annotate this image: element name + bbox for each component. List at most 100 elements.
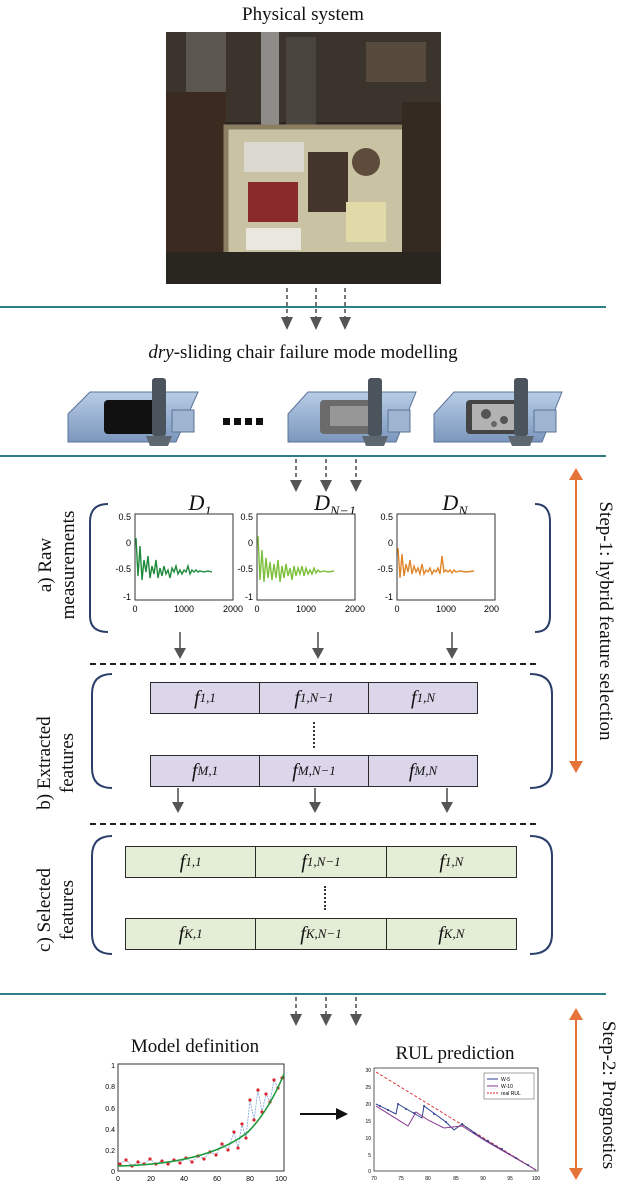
md-xtick-2: 40 bbox=[180, 1176, 188, 1183]
rul-xtick-5: 95 bbox=[507, 1176, 513, 1182]
raw1-ytick-0: 0.5 bbox=[118, 512, 131, 522]
raw-label-line2: measurements bbox=[58, 510, 79, 620]
model-definition-title: Model definition bbox=[130, 1036, 260, 1057]
raw3-ytick-2: -0.5 bbox=[377, 564, 393, 574]
arrows-to-raw bbox=[290, 459, 362, 492]
md-ytick-2: 0.6 bbox=[105, 1106, 115, 1113]
raw-title-1-sub: 1 bbox=[204, 504, 212, 520]
f-base: f bbox=[300, 922, 306, 945]
extracted-brackets bbox=[91, 673, 553, 789]
raw2-ytick-1: 0 bbox=[248, 538, 253, 548]
rul-w5-points bbox=[379, 1103, 529, 1166]
rul-xtick-2: 80 bbox=[425, 1176, 431, 1182]
separator-3 bbox=[0, 993, 606, 995]
f-sub: 1,N−1 bbox=[299, 690, 334, 705]
raw-title-3: DN bbox=[430, 490, 480, 520]
extracted-label-line2: features bbox=[57, 732, 78, 794]
md-xtick-3: 60 bbox=[213, 1176, 221, 1183]
rul-plot: 30 25 20 15 10 5 0 70 75 80 85 90 95 100… bbox=[365, 1067, 541, 1182]
raw-brackets bbox=[89, 503, 551, 633]
raw-plot-1: 0.5 0 -0.5 -1 0 1000 2000 bbox=[115, 512, 243, 614]
raw2-signal bbox=[257, 535, 335, 583]
raw2-ytick-0: 0.5 bbox=[240, 512, 253, 522]
selected-vertical-ellipsis bbox=[324, 886, 326, 910]
rul-legend-real: real RUL bbox=[501, 1091, 521, 1097]
step2-label: Step-2: Prognostics bbox=[598, 1020, 619, 1170]
rul-xtick-1: 75 bbox=[398, 1176, 404, 1182]
selected-label-line2: features bbox=[57, 879, 78, 941]
raw3-xtick-0: 0 bbox=[394, 604, 399, 614]
step1-label: Step-1: hybrid feature selection bbox=[595, 501, 616, 741]
raw-title-3-sub: N bbox=[458, 504, 468, 520]
raw2-xtick-0: 0 bbox=[254, 604, 259, 614]
rul-ytick-1: 25 bbox=[365, 1085, 371, 1091]
step1-arrow bbox=[569, 468, 583, 773]
rul-xtick-3: 85 bbox=[453, 1176, 459, 1182]
model-definition-plot: 1 0.8 0.6 0.4 0.2 0 0 20 40 60 80 100 bbox=[105, 1063, 287, 1183]
arrows-to-prognostics bbox=[290, 997, 362, 1026]
rul-xtick-6: 100 bbox=[532, 1176, 541, 1182]
rul-ytick-4: 10 bbox=[365, 1136, 371, 1142]
modelling-title-rest: -sliding chair failure mode modelling bbox=[173, 342, 458, 363]
separator-1 bbox=[0, 306, 606, 308]
arrows-to-modelling bbox=[281, 288, 351, 330]
chair-1 bbox=[67, 378, 199, 446]
selected-label: c) Selected features bbox=[33, 842, 79, 978]
raw2-xtick-1: 1000 bbox=[296, 604, 316, 614]
f-sub: K,N bbox=[443, 926, 465, 941]
rul-title: RUL prediction bbox=[395, 1043, 515, 1064]
dashed-divider-1 bbox=[90, 663, 536, 665]
raw3-xtick-2: 200 bbox=[484, 604, 499, 614]
md-observed-line bbox=[119, 1077, 283, 1167]
md-xtick-0: 0 bbox=[116, 1176, 120, 1183]
raw-label-line1: a) Raw bbox=[35, 537, 56, 593]
raw1-ytick-2: -0.5 bbox=[115, 564, 131, 574]
rul-legend-w5: W-5 bbox=[501, 1077, 510, 1083]
model-to-rul-arrow bbox=[300, 1108, 348, 1120]
rul-legend-w10: W-10 bbox=[501, 1084, 513, 1090]
f-sub: M,N−1 bbox=[297, 763, 336, 778]
raw-title-2-base: D bbox=[314, 490, 331, 515]
md-xtick-1: 20 bbox=[147, 1176, 155, 1183]
raw-title-1: D1 bbox=[175, 490, 225, 520]
f-base: f bbox=[292, 759, 298, 782]
f-base: f bbox=[194, 686, 200, 709]
f-sub: 1,1 bbox=[199, 690, 216, 705]
raw1-ytick-1: 0 bbox=[126, 538, 131, 548]
step2-arrow bbox=[569, 1008, 583, 1180]
physical-system-photo bbox=[166, 32, 441, 284]
f-base: f bbox=[301, 850, 307, 873]
arrows-raw-to-extracted bbox=[174, 632, 458, 659]
extracted-label: b) Extracted features bbox=[33, 695, 79, 831]
separator-2 bbox=[0, 455, 606, 457]
raw3-signal bbox=[397, 547, 475, 579]
md-ytick-5: 0 bbox=[111, 1169, 115, 1176]
f-base: f bbox=[191, 759, 198, 782]
f-base: f bbox=[178, 922, 185, 945]
modelling-title: dry-sliding chair failure mode modelling bbox=[0, 342, 606, 364]
f-sub: M,1 bbox=[197, 763, 219, 778]
md-ytick-1: 0.8 bbox=[105, 1084, 115, 1091]
physical-system-title: Physical system bbox=[242, 4, 364, 25]
raw1-signal bbox=[135, 537, 213, 581]
raw2-ytick-3: -1 bbox=[245, 592, 253, 602]
md-xtick-5: 100 bbox=[275, 1176, 287, 1183]
f-sub: 1,N bbox=[416, 690, 435, 705]
raw-label: a) Raw measurements bbox=[34, 500, 80, 630]
raw2-ytick-2: -0.5 bbox=[237, 564, 253, 574]
f-sub: M,N bbox=[414, 763, 438, 778]
raw3-ytick-0: 0.5 bbox=[380, 512, 393, 522]
md-fitted-curve bbox=[117, 1073, 285, 1167]
raw-plot-3: 0.5 0 -0.5 -1 0 1000 200 bbox=[377, 512, 499, 614]
rul-xtick-0: 70 bbox=[371, 1176, 377, 1182]
